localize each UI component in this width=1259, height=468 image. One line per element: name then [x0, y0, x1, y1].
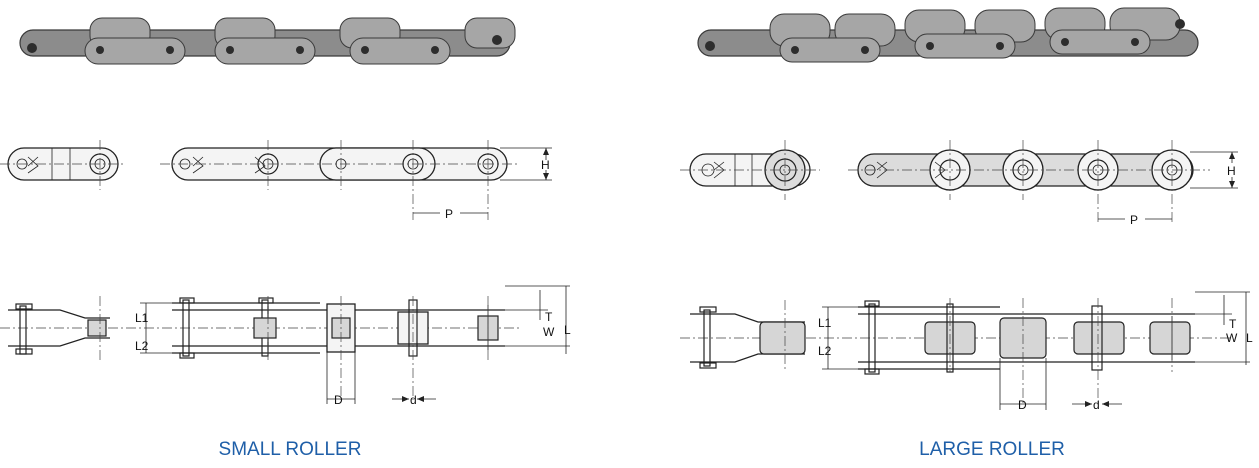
dim-l-large: L	[1246, 331, 1253, 345]
small-roller-top-view	[0, 285, 570, 404]
dim-l2-large: L2	[818, 344, 832, 358]
dim-l-small: L	[564, 323, 571, 337]
dim-t-small: T	[545, 310, 553, 324]
large-roller-side-view	[680, 140, 1238, 225]
dim-l1-large: L1	[818, 316, 832, 330]
large-roller-photo	[697, 7, 1199, 63]
caption-large-roller: LARGE ROLLER	[919, 439, 1065, 460]
dim-h-small: H	[541, 158, 550, 172]
dim-h-large: H	[1227, 164, 1236, 178]
large-roller-top-view	[680, 291, 1250, 410]
dim-d-roller-large: D	[1018, 398, 1027, 412]
dim-w-large: W	[1226, 331, 1238, 345]
dim-p-large: P	[1130, 213, 1138, 227]
dim-w-small: W	[543, 325, 555, 339]
dim-l2-small: L2	[135, 339, 149, 353]
small-roller-side-view	[0, 140, 552, 220]
caption-small-roller: SMALL ROLLER	[219, 439, 362, 460]
dim-d-roller-small: D	[334, 393, 343, 407]
dim-d-pin-small: d	[410, 393, 417, 407]
dim-l1-small: L1	[135, 311, 149, 325]
dim-p-small: P	[445, 207, 453, 221]
dim-d-pin-large: d	[1093, 398, 1100, 412]
small-roller-photo	[19, 17, 516, 65]
dim-t-large: T	[1229, 317, 1237, 331]
